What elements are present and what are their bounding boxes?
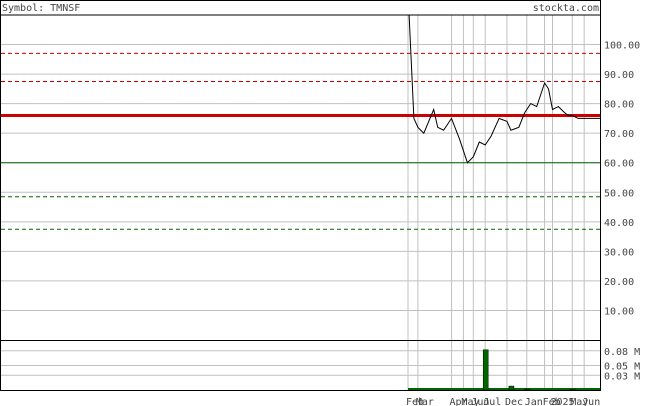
y-tick-label: 90.00 — [604, 70, 634, 81]
y-tick-label: 50.00 — [604, 188, 634, 199]
x-tick-label: Jan — [525, 397, 543, 406]
volume-tick-label: 0.08 M — [604, 347, 640, 358]
x-tick-label: Jun — [471, 397, 489, 406]
brand-label: stockta.com — [533, 3, 599, 14]
x-tick-label: Feb — [543, 397, 561, 406]
volume-bar — [524, 388, 531, 391]
volume-bar — [482, 349, 489, 391]
volume-bar — [508, 385, 515, 391]
y-tick-label: 70.00 — [604, 129, 634, 140]
axis-labels: 100.00 90.00 80.00 70.00 60.00 50.00 40.00 30.0… — [406, 41, 640, 406]
y-tick-label: 60.00 — [604, 159, 634, 170]
x-tick-label: Jul — [483, 397, 501, 406]
x-tick-label: 2025 — [550, 397, 574, 406]
symbol-label: Symbol: TMNSF — [2, 3, 80, 14]
volume-tick-label: 0.03 M — [604, 371, 640, 382]
x-tick-label: Mar — [416, 397, 434, 406]
frame-layer — [0, 0, 601, 391]
grid-layer — [1, 15, 600, 390]
y-tick-label: 100.00 — [604, 41, 640, 52]
x-tick-label: May — [461, 397, 479, 406]
y-tick-label: 80.00 — [604, 100, 634, 111]
volume-tick-label: 0.05 M — [604, 362, 640, 373]
price-line — [408, 15, 600, 164]
x-tick-label: Dec — [505, 397, 523, 406]
price-series — [408, 15, 600, 164]
x-tick-label: Jun — [582, 397, 600, 406]
y-tick-label: 10.00 — [604, 306, 634, 317]
y-tick-label: 40.00 — [604, 218, 634, 229]
x-tick-label: Apr — [450, 397, 468, 406]
x-tick-label: Feb — [406, 397, 424, 406]
chart-frame — [0, 0, 601, 391]
y-tick-label: 20.00 — [604, 277, 634, 288]
x-tick-label: May — [570, 397, 588, 406]
horizontal-lines — [1, 52, 600, 230]
y-tick-label: 30.00 — [604, 247, 634, 258]
